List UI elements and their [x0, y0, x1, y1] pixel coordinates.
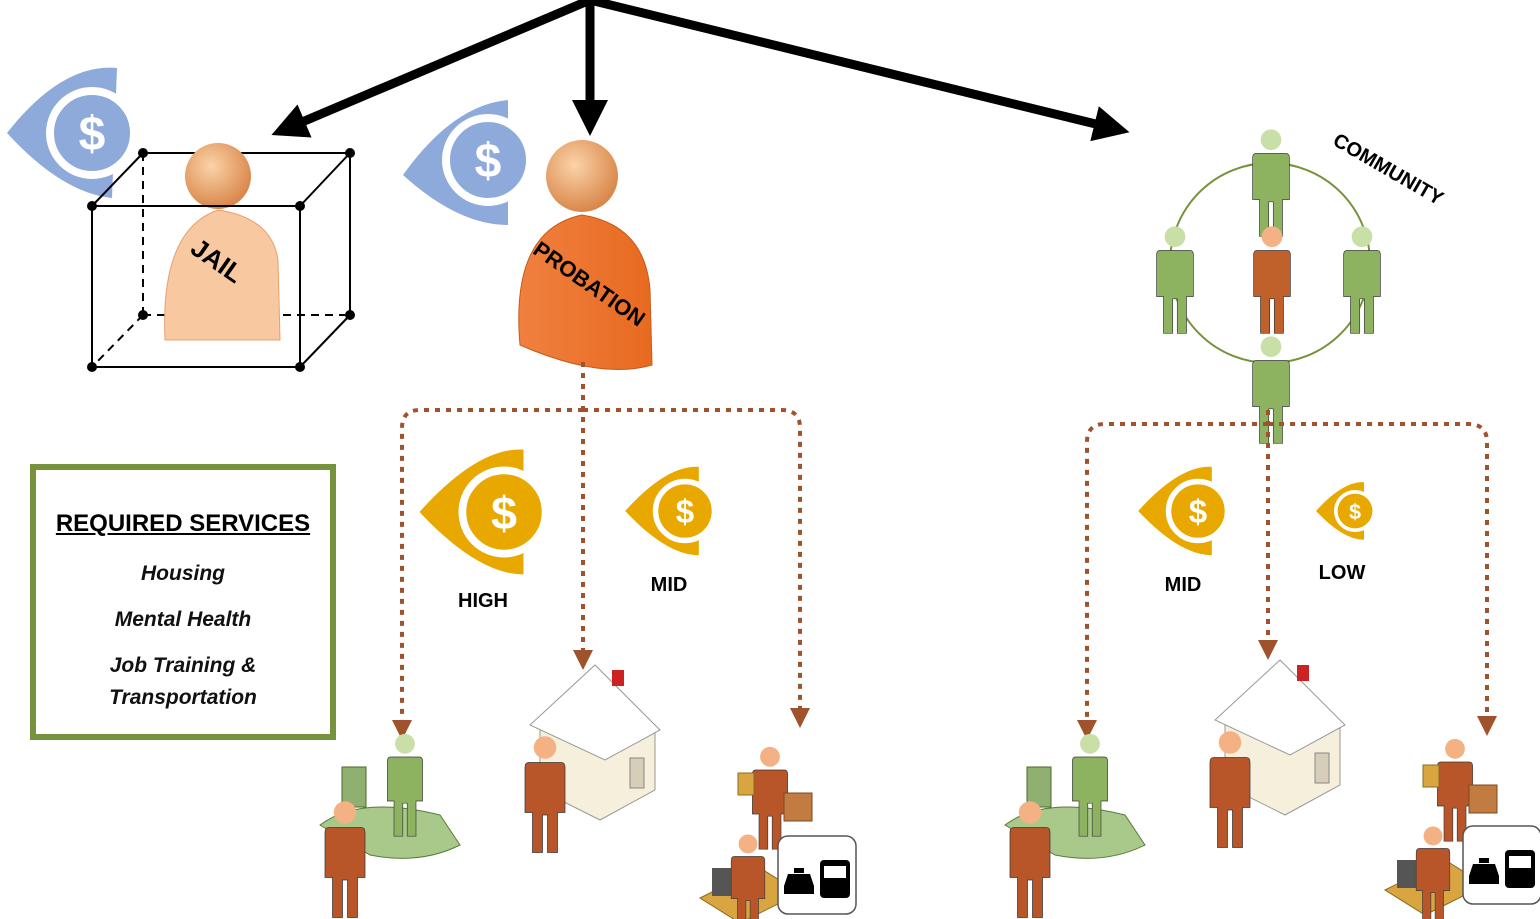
person-icon [1437, 738, 1473, 842]
person-icon [730, 834, 766, 919]
cost-level-low: LOW [1319, 562, 1366, 584]
community-dotted-arrows [1077, 410, 1497, 740]
person-icon [1009, 801, 1051, 918]
cost-level-high: HIGH [458, 590, 508, 612]
cost-eye-icon: $ [403, 100, 534, 225]
service-item-mental-health: Mental Health [114, 608, 252, 631]
desk-worker-icon [1383, 826, 1487, 919]
cost-symbol: $ [1349, 499, 1361, 524]
taxi-bus-icon [777, 835, 857, 915]
cost-symbol: $ [1189, 494, 1207, 531]
service-item-job-line2: Transportation [109, 686, 257, 709]
delivery-worker-icon [1422, 738, 1498, 842]
jail-cube-icon: JAIL [87, 143, 355, 372]
house-icon [524, 664, 661, 853]
person-icon [1252, 336, 1290, 444]
cost-level-mid: MID [651, 574, 688, 596]
community-group: COMMUNITY [1169, 129, 1447, 364]
person-icon [1072, 733, 1108, 837]
person-icon: PROBATION [518, 140, 653, 370]
desk-worker-icon [1004, 733, 1146, 918]
cost-eye-icon: $ [419, 449, 550, 575]
desk-worker-icon [319, 733, 461, 918]
person-icon [1252, 129, 1290, 237]
cost-eye-icon: $ [1316, 482, 1377, 540]
service-item-job-training: Job Training & Transportation [36, 650, 330, 714]
required-services-box: REQUIRED SERVICES Housing Mental Health … [30, 464, 336, 740]
delivery-worker-icon [737, 746, 813, 850]
person-icon [324, 801, 366, 918]
person-icon [1343, 226, 1381, 334]
person-icon [1209, 731, 1251, 848]
taxi-bus-icon [1462, 825, 1540, 905]
person-icon [387, 733, 423, 837]
desk-worker-icon [698, 834, 802, 919]
required-services-title: REQUIRED SERVICES [55, 510, 311, 537]
person-icon [1156, 226, 1194, 334]
person-icon [524, 736, 566, 853]
person-icon [1415, 826, 1451, 919]
cost-level-mid: MID [1165, 574, 1202, 596]
cost-eye-icon: $ [625, 466, 718, 556]
house-icon [1209, 659, 1346, 848]
person-icon: JAIL [164, 143, 281, 341]
probation-dotted-arrows [392, 362, 810, 740]
cost-symbol: $ [676, 494, 694, 531]
cost-eye-icon: $ [7, 67, 138, 199]
person-icon [1253, 226, 1291, 334]
service-item-housing: Housing [141, 562, 225, 585]
person-icon [752, 746, 788, 850]
cost-eye-icon: $ [1138, 466, 1231, 556]
cost-symbol: $ [79, 108, 106, 161]
cost-symbol: $ [491, 487, 517, 539]
top-arrows [271, 0, 1130, 142]
service-item-job-line1: Job Training & [109, 654, 257, 677]
cost-symbol: $ [475, 135, 502, 188]
